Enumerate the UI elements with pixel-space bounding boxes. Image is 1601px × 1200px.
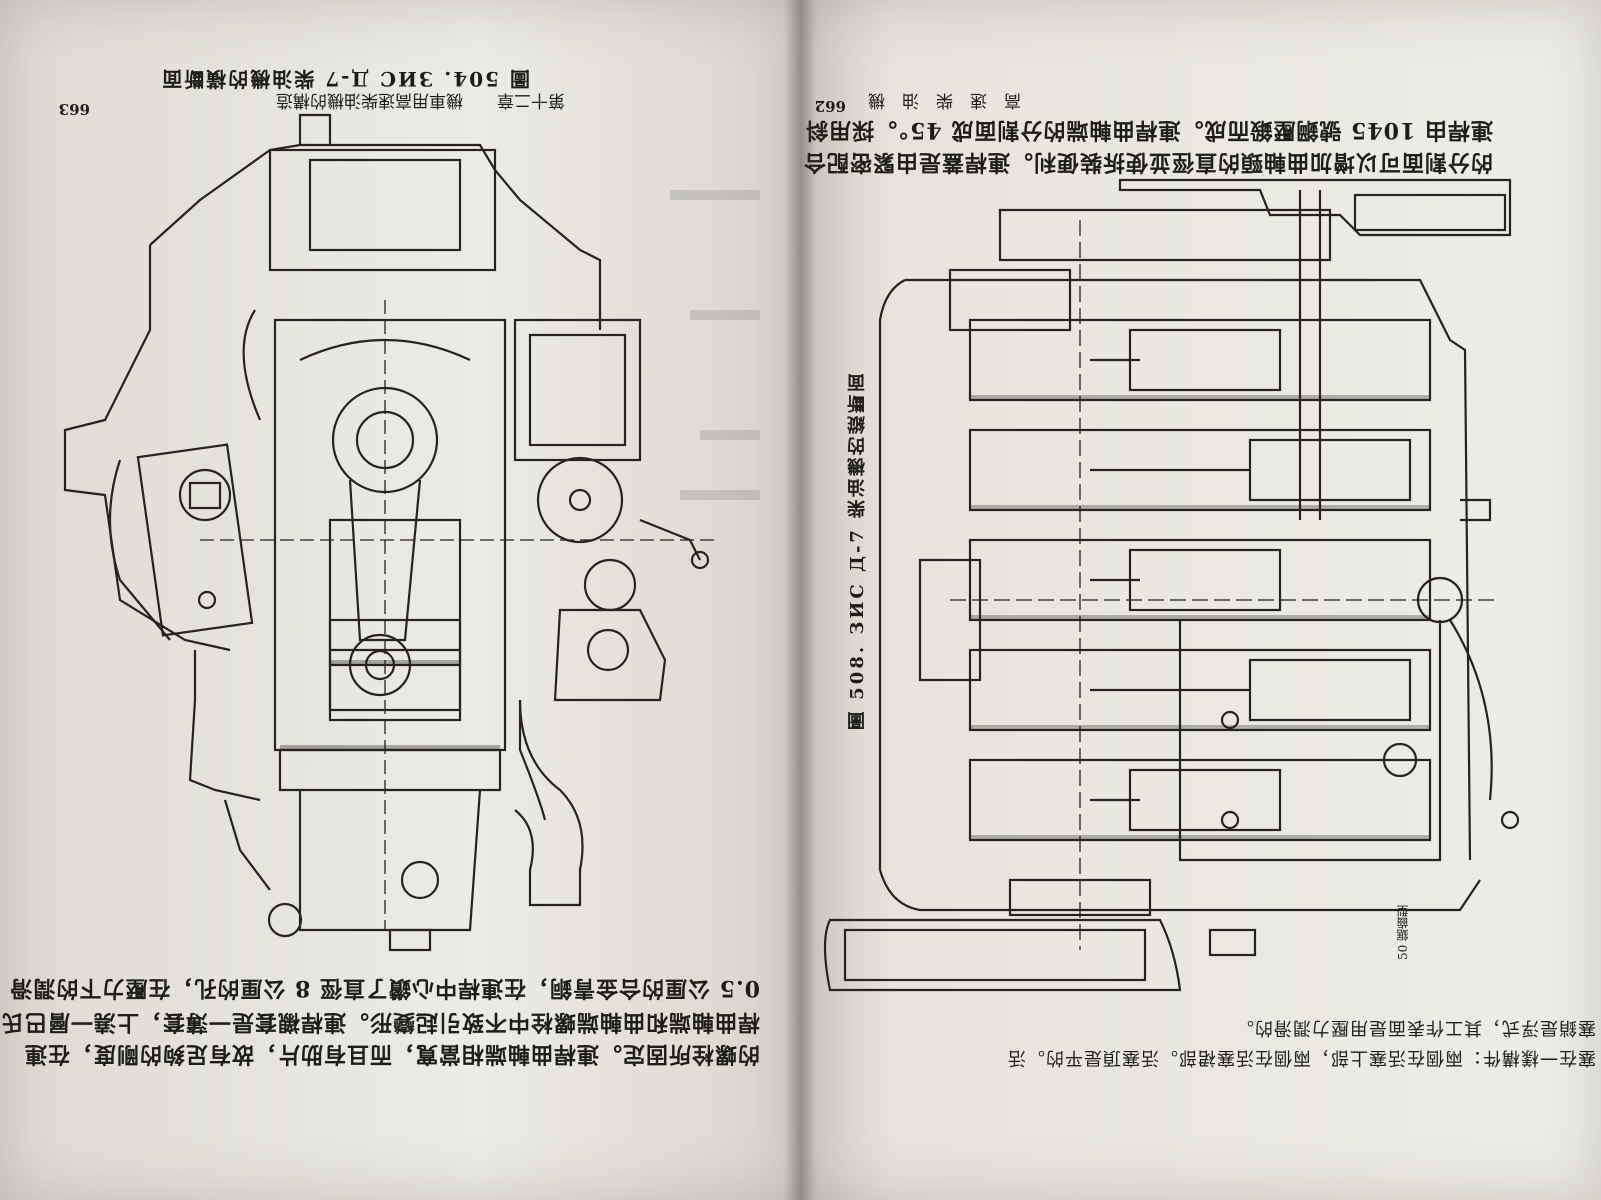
- transverse-section-drawing: [63, 113, 720, 952]
- right-page: 662 高 速 柴 油 機 連桿由 1045 號鋼壓鍛而成。連桿曲軸端的分割面成…: [800, 0, 1601, 1200]
- longitudinal-section-drawing: [823, 178, 1520, 992]
- book-gutter: [784, 0, 816, 1200]
- left-page: 663 第十二章 機車用高速柴油機的構造 圖 504. ЗИС Д-7 柴油機的…: [0, 0, 800, 1200]
